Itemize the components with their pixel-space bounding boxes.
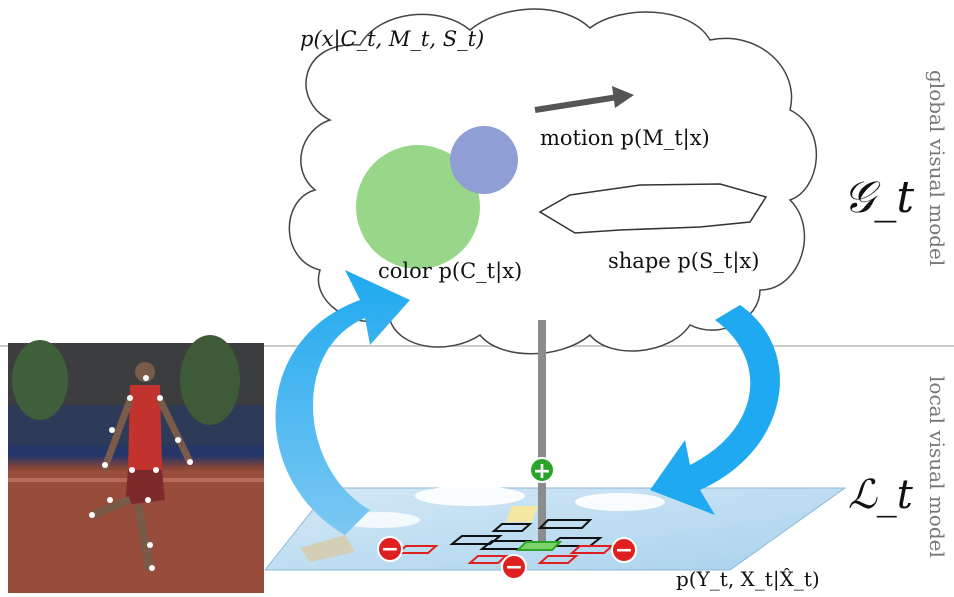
sample-cell (491, 523, 533, 532)
shape-model-outline (538, 183, 768, 234)
global-model-symbol: 𝒢_t (843, 172, 914, 223)
minus-symbol: − (505, 555, 523, 580)
plane-sand-texture (300, 535, 355, 562)
plane-cloud-texture (575, 493, 665, 511)
plane-highlight (506, 506, 538, 522)
positive-sample-icon (529, 457, 555, 483)
sample-cell (537, 519, 593, 529)
color-model-circle (356, 145, 480, 269)
athlete-photo (8, 335, 264, 593)
motion-model-circle (450, 126, 518, 194)
global-visual-model-label: global visual model (925, 70, 949, 266)
sample-cell-negative (467, 555, 509, 564)
motion-arrow-icon (534, 94, 619, 113)
plane-cloud-texture (415, 486, 525, 506)
color-label: color p(C_t|x) (378, 259, 522, 284)
sample-cell-positive (515, 541, 563, 551)
motion-label: motion p(M_t|x) (540, 126, 710, 151)
local-model-symbol: ℒ_t (848, 472, 914, 518)
shape-label: shape p(S_t|x) (608, 249, 759, 274)
connection-pole (538, 320, 546, 545)
plus-symbol: + (533, 459, 551, 484)
minus-symbol: − (381, 537, 399, 562)
motion-arrowhead-icon (612, 86, 634, 108)
sample-cell (449, 535, 503, 545)
local-probability-label: p(Y_t, X_t|X̂_t) (676, 567, 820, 592)
sample-cell-negative (569, 545, 615, 554)
update-arrow-icon (275, 270, 410, 535)
minus-symbol: − (615, 538, 633, 563)
negative-sample-icon (377, 536, 403, 562)
negative-sample-icon (501, 554, 527, 580)
sample-cell-negative (537, 555, 579, 564)
prediction-arrow-icon (650, 305, 780, 515)
negative-sample-icon (611, 537, 637, 563)
local-visual-model-label: local visual model (925, 376, 949, 558)
cloud-probability-label: p(x|C_t, M_t, S_t) (300, 27, 484, 52)
